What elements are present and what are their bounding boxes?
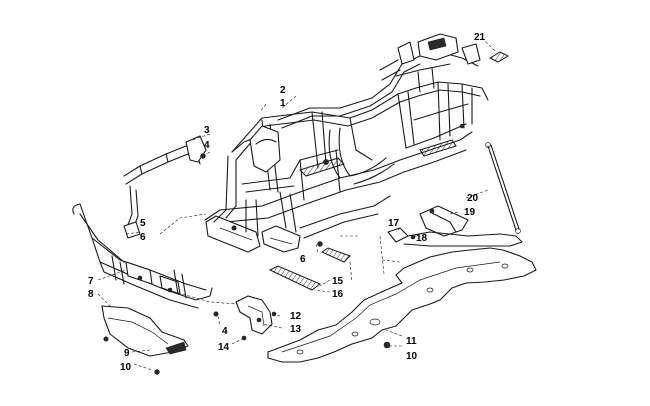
callout-4: 4 <box>204 140 210 151</box>
callout-21: 21 <box>474 32 486 43</box>
footrest-bars <box>268 247 351 291</box>
callout-19: 19 <box>464 207 476 218</box>
callout-18: 18 <box>416 233 428 244</box>
callout-14: 14 <box>218 342 230 353</box>
rear-brackets <box>387 205 523 247</box>
callout-16: 16 <box>332 289 344 300</box>
callout-1: 1 <box>280 98 286 109</box>
callout-13: 13 <box>290 324 302 335</box>
front-bumper <box>72 203 213 309</box>
callout-20: 20 <box>467 193 479 204</box>
callout-labels: 1 2 3 4 4 5 6 6 7 8 9 10 10 11 12 13 14 … <box>88 32 486 373</box>
callout-2: 2 <box>280 85 286 96</box>
callout-10: 10 <box>406 351 418 362</box>
callout-3: 3 <box>204 125 210 136</box>
callout-12: 12 <box>290 311 302 322</box>
front-skid-plate <box>101 305 189 375</box>
callout-5: 5 <box>140 218 146 229</box>
reference-lines <box>97 37 497 371</box>
callout-6: 6 <box>140 232 146 243</box>
callout-7: 7 <box>88 276 94 287</box>
callout-4: 4 <box>222 326 228 337</box>
callout-11: 11 <box>406 336 417 347</box>
rear-rod <box>485 142 521 234</box>
callout-15: 15 <box>332 276 344 287</box>
strap-part-21 <box>488 51 510 63</box>
callout-8: 8 <box>88 289 94 300</box>
callout-6: 6 <box>300 254 306 265</box>
main-frame <box>204 33 489 253</box>
callout-17: 17 <box>388 218 400 229</box>
callout-9: 9 <box>124 348 130 359</box>
callout-10: 10 <box>120 362 132 373</box>
mount-bracket <box>213 295 277 341</box>
skid-plate <box>267 247 537 363</box>
front-bumper-bracket <box>123 135 207 239</box>
